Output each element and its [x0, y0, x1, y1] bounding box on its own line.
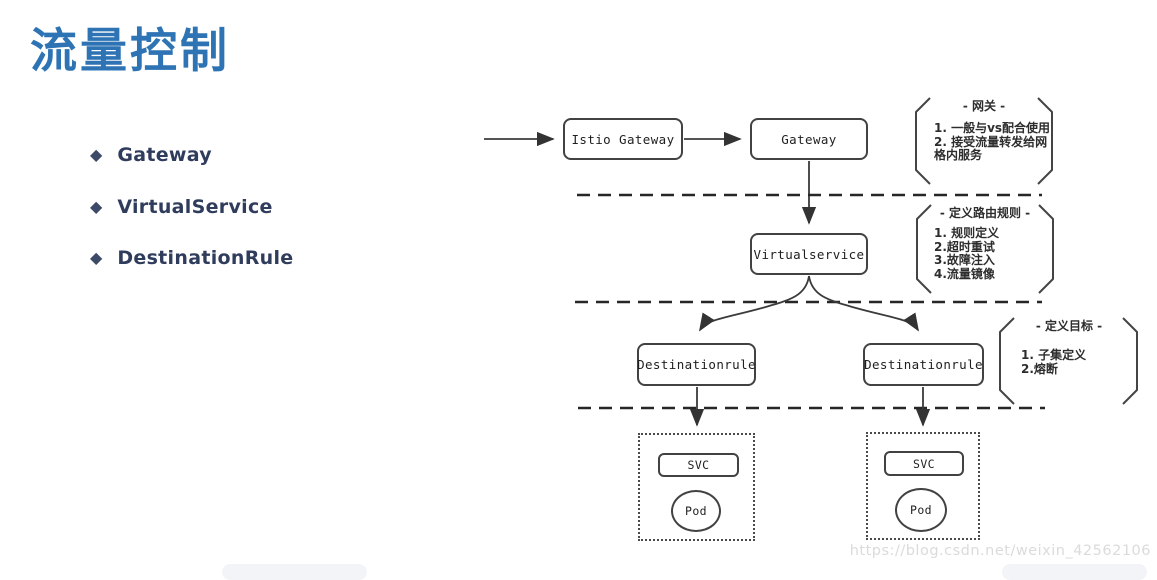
bullet-label: Gateway	[117, 144, 212, 166]
annotation-gateway-title: - 网关 -	[962, 99, 1006, 113]
annotation-item: 4.流量镜像	[934, 266, 995, 281]
annotation-target-items: 1. 子集定义 2.熔断	[1021, 348, 1131, 376]
node-destinationrule-left: Destinationrule	[637, 343, 756, 386]
node-svc-left: SVC	[658, 453, 739, 477]
node-gateway: Gateway	[750, 118, 868, 160]
node-destinationrule-right: Destinationrule	[863, 343, 984, 386]
annotation-item: 2.熔断	[1021, 361, 1058, 376]
node-svc-right: SVC	[884, 451, 964, 476]
annotation-gateway-items: 1. 一般与vs配合使用 2. 接受流量转发给网格内服务	[934, 121, 1054, 163]
annotation-item: 1. 子集定义	[1021, 348, 1087, 362]
annotation-item: 1. 规则定义	[934, 226, 1000, 240]
bottom-left-pill	[222, 564, 367, 580]
service-group-left	[638, 433, 755, 541]
annotation-routing-items: 1. 规则定义 2.超时重试 3.故障注入 4.流量镜像	[934, 226, 1052, 281]
node-virtualservice: Virtualservice	[750, 233, 868, 275]
bullet-label: DestinationRule	[117, 247, 294, 269]
node-istio-gateway: Istio Gateway	[563, 118, 683, 160]
node-pod-left: Pod	[671, 490, 721, 532]
diamond-bullet-icon: ◆	[90, 197, 103, 216]
service-group-right	[866, 432, 980, 540]
watermark-url: https://blog.csdn.net/weixin_42562106	[849, 543, 1151, 559]
bracket-left-target-note	[999, 317, 1015, 405]
annotation-routing-title: - 定义路由规则 -	[939, 206, 1031, 220]
annotation-item: 2. 接受流量转发给网格内服务	[934, 134, 1048, 162]
bullet-label: VirtualService	[117, 196, 273, 218]
annotation-target-title: - 定义目标 -	[1035, 319, 1103, 333]
page-title: 流量控制	[30, 24, 230, 79]
bracket-right-gateway-note	[1037, 97, 1053, 185]
bracket-left-routing-note	[916, 204, 932, 294]
bullet-item-gateway: ◆ Gateway	[90, 143, 212, 167]
annotation-item: 2.超时重试	[934, 239, 995, 254]
node-pod-right: Pod	[895, 488, 947, 532]
annotation-item: 3.故障注入	[934, 253, 995, 267]
bracket-right-target-note	[1122, 317, 1138, 405]
arrow-vs-to-destinationrule-left	[699, 275, 810, 332]
diamond-bullet-icon: ◆	[90, 145, 103, 164]
annotation-item: 1. 一般与vs配合使用	[934, 121, 1051, 135]
bracket-right-routing-note	[1038, 204, 1054, 294]
bullet-item-virtualservice: ◆ VirtualService	[90, 195, 273, 219]
bottom-right-pill	[1002, 564, 1147, 580]
diamond-bullet-icon: ◆	[90, 248, 103, 267]
arrow-vs-to-destinationrule-right	[808, 275, 919, 332]
bullet-item-destinationrule: ◆ DestinationRule	[90, 246, 293, 270]
bracket-left-gateway-note	[915, 97, 931, 185]
